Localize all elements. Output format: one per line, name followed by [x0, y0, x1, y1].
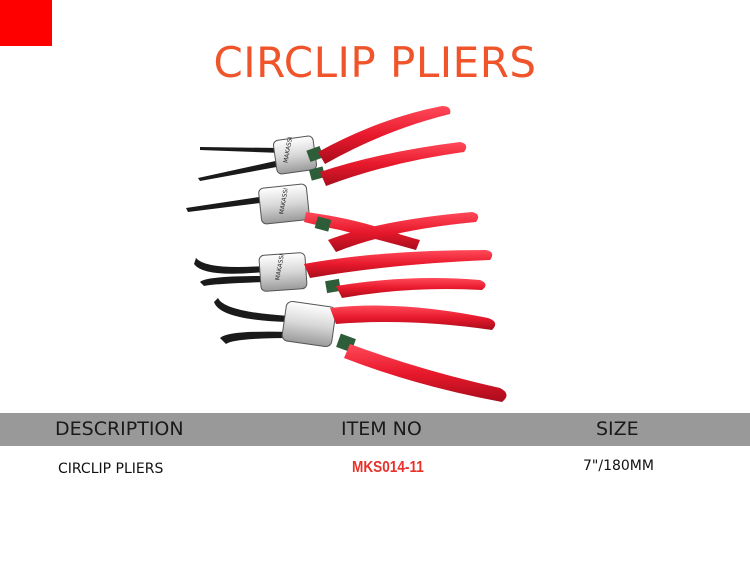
header-size: SIZE — [596, 418, 639, 440]
svg-text:MAKASSI: MAKASSI — [274, 253, 286, 281]
plier-bent-2 — [214, 298, 507, 402]
row-item-no: MKS014-11 — [352, 459, 424, 476]
spec-table-header: DESCRIPTION ITEM NO SIZE — [0, 413, 750, 446]
header-item-no: ITEM NO — [341, 418, 422, 440]
circlip-pliers-image: MAKASSI MAKASSI MAKASSI — [186, 106, 507, 402]
header-description: DESCRIPTION — [55, 418, 184, 440]
svg-text:MAKASSI: MAKASSI — [283, 136, 295, 164]
row-description: CIRCLIP PLIERS — [58, 461, 164, 477]
table-row: CIRCLIP PLIERS MKS014-11 7"/180MM — [0, 455, 750, 485]
page-title: CIRCLIP PLIERS — [213, 38, 537, 87]
row-size: 7"/180MM — [583, 458, 654, 474]
corner-accent-block — [0, 0, 52, 46]
svg-text:MAKASSI: MAKASSI — [278, 187, 290, 215]
plier-bent-1: MAKASSI — [194, 250, 493, 298]
plier-straight-2: MAKASSI — [186, 183, 479, 252]
plier-straight-1: MAKASSI — [198, 106, 467, 186]
